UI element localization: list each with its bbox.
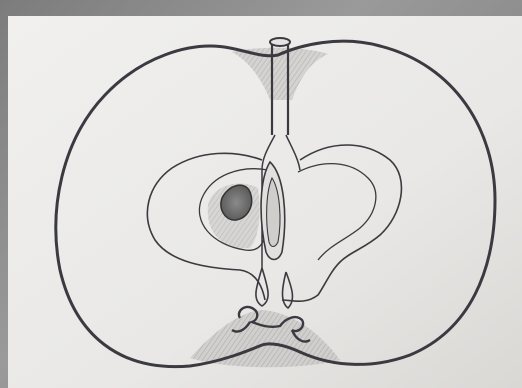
stem-top (270, 38, 290, 46)
